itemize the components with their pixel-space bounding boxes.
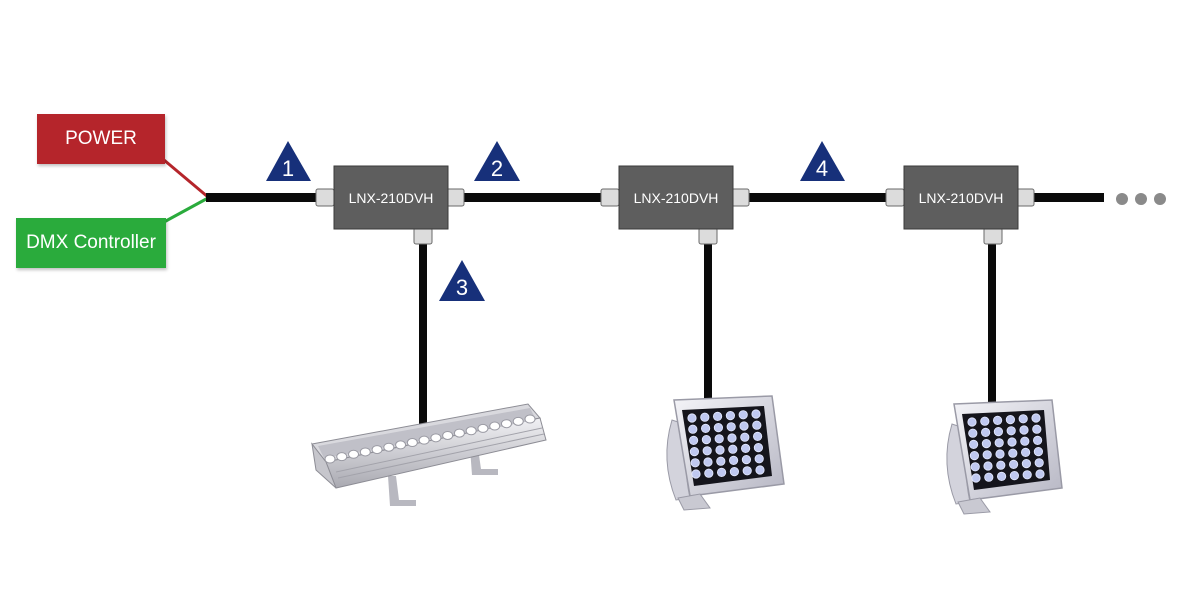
drop-cable-3	[988, 242, 996, 408]
decoder-box-3: LNX-210DVH	[885, 165, 1035, 245]
svg-text:4: 4	[816, 156, 828, 181]
decoder-box-1: LNX-210DVH	[315, 165, 465, 245]
step-marker-2: 2	[474, 141, 520, 181]
power-label: POWER	[37, 114, 165, 164]
step-marker-3: 3	[439, 260, 485, 301]
wall-washer-bar-light	[311, 403, 547, 506]
cable-segment-1	[206, 193, 322, 202]
continuation-ellipsis	[1116, 193, 1166, 205]
svg-text:2: 2	[491, 156, 503, 181]
drop-cable-2	[704, 242, 712, 400]
bar-led-row	[324, 414, 536, 464]
svg-text:1: 1	[282, 156, 294, 181]
cable-segment-4	[742, 193, 892, 202]
decoder-label-2: LNX-210DVH	[634, 190, 719, 206]
decoder-box-2: LNX-210DVH	[600, 165, 750, 245]
step-marker-4: 4	[800, 141, 845, 181]
cable-segment-end	[1026, 193, 1104, 202]
led-flood-light-1	[666, 395, 785, 511]
cable-segment-2	[458, 193, 608, 202]
dmx-controller-label: DMX Controller	[16, 218, 166, 268]
step-marker-1: 1	[266, 141, 311, 181]
drop-cable-1	[419, 242, 427, 428]
dmx-wire	[163, 196, 209, 224]
power-wire	[163, 158, 209, 199]
led-flood-light-2	[946, 399, 1063, 515]
svg-text:3: 3	[456, 275, 468, 300]
decoder-label-1: LNX-210DVH	[349, 190, 434, 206]
decoder-label-3: LNX-210DVH	[919, 190, 1004, 206]
